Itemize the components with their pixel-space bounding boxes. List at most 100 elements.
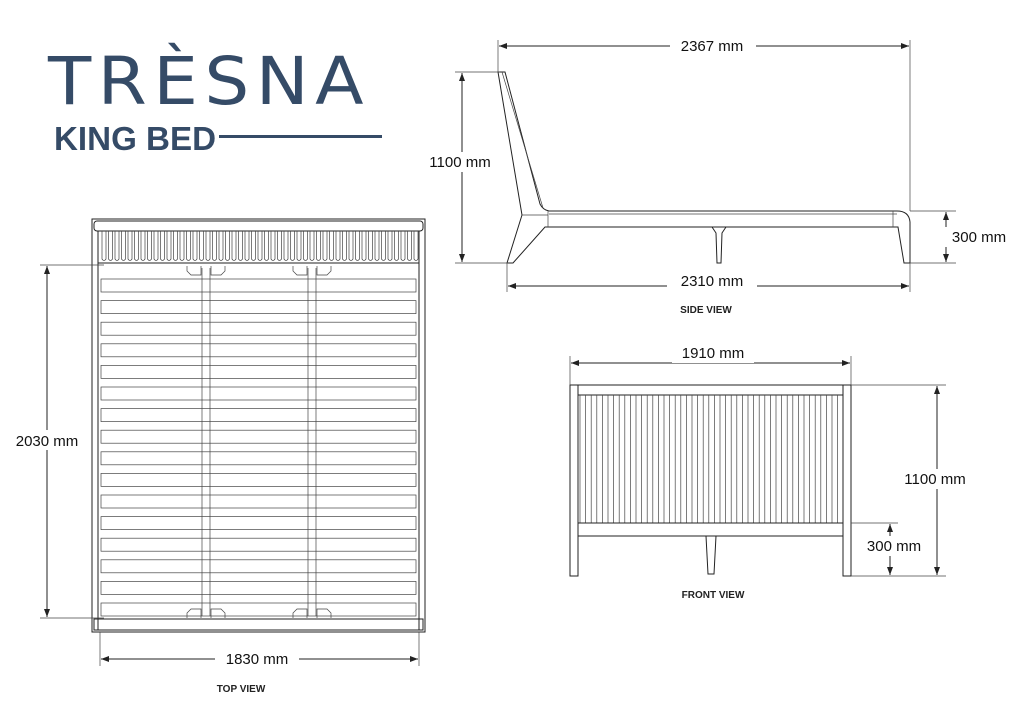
post-left [569,384,579,577]
front-height-label: 1100 mm [904,471,965,488]
headboard-rib [244,231,250,261]
slat [100,602,417,617]
headboard-rib [348,231,354,261]
front-view: 1910 mm 1100 mm 300 mm FRONT VIEW [569,343,974,601]
headboard-top [577,384,844,396]
headboard-rib [316,231,321,261]
slat [100,451,417,466]
headboard-rib [160,231,165,261]
top-outline [91,218,426,633]
headboard-rib [147,231,152,261]
headboard-rib [394,231,399,261]
headboard-rib [140,231,146,261]
headboard-rib [212,231,217,261]
headboard-rib [225,231,230,261]
slat [100,386,417,401]
center-leg [711,226,727,264]
logo: TRÈSNA KING BED [47,42,382,157]
top-width-label: 1830 mm [226,651,289,668]
slat [100,408,417,422]
headboard-rib [290,231,295,261]
headboard-rib [166,231,172,261]
headboard-rib [205,231,211,261]
headboard-rib [283,231,289,261]
front-view-label: FRONT VIEW [682,590,745,601]
headboard-rib [134,231,139,261]
slats [100,278,417,617]
headboard-rib [218,231,224,261]
footboard-rail [93,618,424,631]
headboard-rib [114,231,120,261]
headboard-rib [381,231,386,261]
slat [100,321,417,336]
headboard-edge [501,71,544,209]
headboard-rib [329,231,334,261]
slat [100,473,417,487]
headboard-rib [199,231,204,261]
headboard-rib [192,231,198,261]
headboard-rib [322,231,328,261]
side-frame-height-label: 300 mm [952,229,1006,246]
slat [100,278,417,293]
headboard-cap [93,220,424,232]
headboard-rib [374,231,380,261]
slat [100,365,417,379]
top-view: 2030 mm 1830 mm TOP VIEW [8,218,426,695]
brand-name: TRÈSNA [47,42,370,120]
headboard-rib [355,231,360,261]
slat [100,516,417,530]
front-width-label: 1910 mm [682,345,745,362]
overall-length-label: 2367 mm [681,38,744,55]
headboard-rib [413,231,419,261]
slat [100,300,417,314]
headboard-rib [101,231,107,261]
headboard-rib [121,231,126,261]
headboard-rib [296,231,302,261]
side-profile [497,71,911,264]
headboard-rib [238,231,243,261]
slat [100,429,417,444]
headboard-rib [108,231,113,261]
headboard-rib [277,231,282,261]
headboard-rib [400,231,406,261]
front-frame-height-label: 300 mm [867,538,921,555]
subtitle-rule [219,135,382,138]
headboard-rib [173,231,178,261]
side-view-label: SIDE VIEW [680,305,732,316]
slat [100,343,417,358]
front-rail [577,522,844,537]
post-right [842,384,852,577]
top-view-label: TOP VIEW [217,684,266,695]
headboard-rib [335,231,341,261]
headboard-rib [368,231,373,261]
center-rails [201,268,317,616]
headboard-rib [264,231,269,261]
center-leg [705,535,717,575]
brackets [186,266,332,618]
slat [100,559,417,574]
headboard-rib [231,231,237,261]
headboard-rib [361,231,367,261]
headboard-rib [127,231,133,261]
headboard-rib [309,231,315,261]
headboard-rib [407,231,412,261]
top-length-label: 2030 mm [16,433,79,450]
frame-length-label: 2310 mm [681,273,744,290]
side-view: 2367 mm 1100 mm 2310 mm 300 mm SIDE VIEW [424,36,1014,316]
headboard-rib [186,231,191,261]
slat [100,537,417,552]
headboard-ribs [101,231,419,261]
side-height-label: 1100 mm [429,154,490,171]
headboard-rib [303,231,308,261]
headboard-ribs [579,395,838,523]
headboard-rib [179,231,185,261]
headboard-rib [153,231,159,261]
slat [100,494,417,509]
headboard-rib [387,231,393,261]
slat [100,581,417,595]
headboard-rib [270,231,276,261]
headboard-rib [257,231,263,261]
product-subtitle: KING BED [54,120,216,157]
headboard-rib [251,231,256,261]
